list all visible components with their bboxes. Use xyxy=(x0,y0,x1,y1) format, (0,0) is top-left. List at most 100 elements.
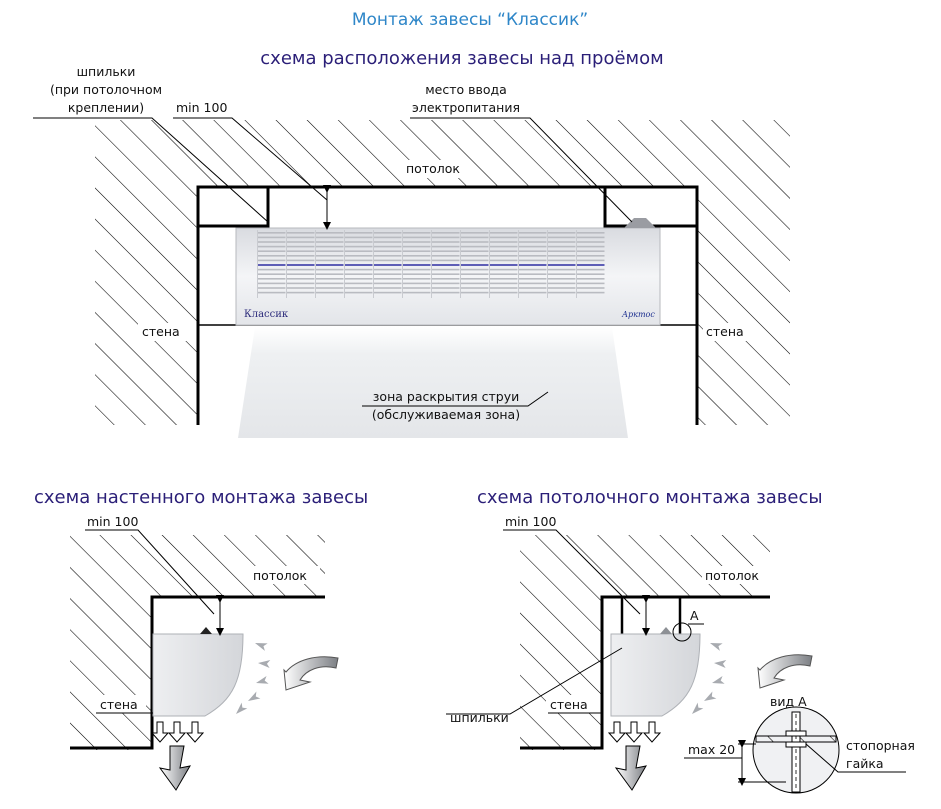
grille-slat xyxy=(316,282,344,285)
grille-slat xyxy=(548,259,576,262)
nut-label-1: стопорная xyxy=(846,738,915,753)
ceiling-airflow-arrow xyxy=(757,654,813,689)
ceiling-big-down-arrow xyxy=(614,745,647,791)
grille-slat xyxy=(432,250,460,252)
wall-mount-corner xyxy=(70,595,325,750)
grille-slat xyxy=(374,268,402,271)
grille-separator xyxy=(518,230,519,298)
grille-slat xyxy=(287,278,315,280)
grille-slat xyxy=(548,245,576,248)
ceiling-mount-heading: схема потолочного монтажа завесы xyxy=(477,487,823,508)
grille-slat xyxy=(287,232,315,234)
grille-slat xyxy=(577,232,605,234)
grille-slat xyxy=(577,236,605,239)
grille-separator xyxy=(576,230,577,298)
grille-slat xyxy=(403,291,431,294)
grille-slat xyxy=(548,268,576,271)
grille-slat xyxy=(548,264,576,266)
grille-slat xyxy=(403,287,431,289)
grille-slat xyxy=(374,232,402,234)
grille-slat xyxy=(577,245,605,248)
grille-slat xyxy=(287,291,315,294)
intake-arrow xyxy=(692,702,704,714)
page-title: Монтаж завесы “Классик” xyxy=(352,10,588,30)
grille-slat xyxy=(461,241,489,243)
grille-slat xyxy=(287,282,315,285)
grille-slat xyxy=(490,236,518,239)
marker-a-label: A xyxy=(690,608,699,623)
grille-slat xyxy=(461,278,489,280)
grille-slat xyxy=(345,236,373,239)
grille-slat xyxy=(461,268,489,271)
grille-slat xyxy=(258,291,286,294)
grille-slat xyxy=(345,245,373,248)
grille-slat xyxy=(432,259,460,262)
intake-arrow xyxy=(704,691,717,701)
grille-slat xyxy=(519,278,547,280)
grille-slat xyxy=(548,241,576,243)
grille-slat xyxy=(374,241,402,243)
grille-slat xyxy=(461,259,489,262)
grille-slat xyxy=(258,264,286,266)
grille-separator xyxy=(431,230,432,298)
grille-slat xyxy=(403,250,431,252)
grille-slat xyxy=(548,282,576,285)
grille-slat xyxy=(374,291,402,294)
grille-slat xyxy=(258,255,286,257)
grille-slat xyxy=(461,287,489,289)
wall-intake-arrows xyxy=(236,643,271,714)
grille-slat xyxy=(345,282,373,285)
grille-slat xyxy=(374,282,402,285)
grille-slat xyxy=(287,268,315,271)
grille-slat xyxy=(461,250,489,252)
grille-slat xyxy=(374,278,402,280)
wall-unit-side xyxy=(152,633,244,717)
grille-slat xyxy=(403,273,431,275)
grille-slat xyxy=(345,273,373,275)
grille-slat xyxy=(432,268,460,271)
ceiling-mount-corner xyxy=(520,595,770,750)
grille-slat xyxy=(490,282,518,285)
grille-slat xyxy=(345,291,373,294)
grille-slat xyxy=(490,273,518,275)
wall-hatch xyxy=(95,120,790,425)
ceiling-wall-label: стена xyxy=(550,697,588,712)
grille-slat xyxy=(287,255,315,257)
grille-slat xyxy=(577,250,605,252)
max-label: max 20 xyxy=(688,742,735,757)
grille-slat xyxy=(461,264,489,266)
grille-slat xyxy=(316,250,344,252)
grille-slat xyxy=(345,241,373,243)
intake-arrow xyxy=(255,643,268,651)
grille-slat xyxy=(548,236,576,239)
grille-slat xyxy=(403,259,431,262)
grille-slat xyxy=(432,245,460,248)
grille-slat xyxy=(287,245,315,248)
grille-separator xyxy=(373,230,374,298)
grille-slat xyxy=(316,232,344,234)
left-soffit xyxy=(198,187,270,228)
wall-airflow-arrow xyxy=(283,656,339,691)
grille-slat xyxy=(316,287,344,289)
pins-label-3: креплении) xyxy=(68,100,144,115)
grille-slat xyxy=(258,268,286,271)
intake-arrow xyxy=(236,702,248,714)
power-leader xyxy=(410,117,633,223)
logo-label: Арктос xyxy=(621,310,655,319)
grille-slat xyxy=(374,259,402,262)
grille-slat xyxy=(316,259,344,262)
grille-slat xyxy=(345,287,373,289)
grille-slat xyxy=(287,287,315,289)
grille-slat xyxy=(432,264,460,266)
grille-slat xyxy=(577,241,605,243)
grille-slat xyxy=(345,232,373,234)
grille-separator xyxy=(547,230,548,298)
grille-slat xyxy=(287,273,315,275)
grille-slat xyxy=(461,236,489,239)
grille-slat xyxy=(316,264,344,266)
intake-arrow xyxy=(248,691,261,701)
grille-slat xyxy=(490,259,518,262)
grille-slat xyxy=(258,250,286,252)
grille-slat xyxy=(432,273,460,275)
curtain-grille xyxy=(257,230,605,298)
